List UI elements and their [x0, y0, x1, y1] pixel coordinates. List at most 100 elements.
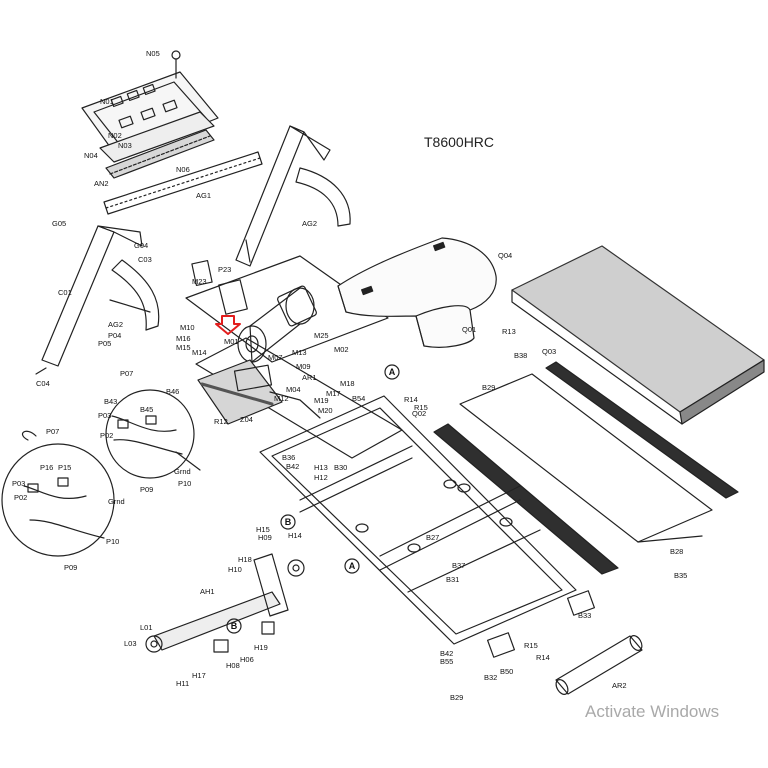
callout-ag1: AG1	[196, 191, 211, 200]
callout-m23: M23	[192, 277, 207, 286]
frame	[259, 395, 596, 658]
callout-m04: M04	[286, 385, 301, 394]
callout-h19: H19	[254, 643, 268, 652]
left-upright	[35, 225, 160, 375]
product-title: T8600HRC	[424, 134, 495, 150]
callout-m18: M18	[340, 379, 355, 388]
callout-b42: B42	[286, 462, 299, 471]
marker-a-1	[384, 364, 400, 380]
callout-p03: P03	[12, 479, 25, 488]
callout-b30: B30	[334, 463, 347, 472]
callout-q02: Q02	[412, 409, 426, 418]
callout-m16: M16	[176, 334, 191, 343]
wiring-detail-2	[1, 430, 115, 557]
callout-h17: H17	[192, 671, 206, 680]
callout-b31: B31	[446, 575, 459, 584]
callout-h11: H11	[176, 679, 189, 688]
running-deck	[511, 245, 765, 425]
marker-b-2	[226, 618, 242, 634]
callout-m20: M20	[318, 406, 333, 415]
right-upright	[235, 125, 351, 267]
marker-a-2	[344, 558, 360, 574]
callout-b29: B29	[482, 383, 495, 392]
callout-h15: H15	[256, 525, 270, 534]
callout-m15: M15	[176, 343, 191, 352]
callout-ag2: AG2	[302, 219, 317, 228]
callout-p15: P15	[58, 463, 71, 472]
callout-m01: M01	[224, 337, 239, 346]
callout-m02: M02	[334, 345, 349, 354]
callout-p03: P03	[98, 411, 111, 420]
side-rails	[433, 361, 739, 575]
callout-m12: M12	[274, 394, 289, 403]
callout-n03: N03	[118, 141, 132, 150]
callout-p07: P07	[46, 427, 59, 436]
callout-m17: M17	[326, 389, 341, 398]
callout-m07: M07	[268, 353, 283, 362]
callout-ah1: AH1	[200, 587, 215, 596]
callout-b55: B55	[440, 657, 453, 666]
callout-b50: B50	[500, 667, 513, 676]
marker-label-a: A	[349, 561, 356, 571]
callout-p10: P10	[106, 537, 119, 546]
callout-b37: B37	[452, 561, 465, 570]
callout-n05: N05	[146, 49, 160, 58]
callout-l01: L01	[140, 623, 153, 632]
callout-h06: H06	[240, 655, 254, 664]
callout-p23: P23	[218, 265, 231, 274]
callout-h13: H13	[314, 463, 328, 472]
marker-label-b: B	[285, 517, 292, 527]
callout-m14: M14	[192, 348, 207, 357]
callout-b54: B54	[352, 394, 365, 403]
callout-an2: AN2	[94, 179, 109, 188]
callout-b38: B38	[514, 351, 527, 360]
callout-p02: P02	[100, 431, 113, 440]
callout-h10: H10	[228, 565, 242, 574]
callout-z04: Z04	[240, 415, 253, 424]
callout-q01: Q01	[462, 325, 476, 334]
callout-r14: R14	[536, 653, 550, 662]
callout-n06: N06	[176, 165, 190, 174]
lift-assembly	[145, 553, 305, 653]
callout-p16: P16	[40, 463, 53, 472]
callout-r14: R14	[404, 395, 418, 404]
callout-p02: P02	[14, 493, 27, 502]
callout-ar1: AR1	[302, 373, 317, 382]
callout-b46: B46	[166, 387, 179, 396]
callout-l03: L03	[124, 639, 137, 648]
callout-p07: P07	[120, 369, 133, 378]
callout-h09: H09	[258, 533, 272, 542]
callout-h12: H12	[314, 473, 328, 482]
callout-q04: Q04	[498, 251, 512, 260]
callout-h14: H14	[288, 531, 302, 540]
callout-q03: Q03	[542, 347, 556, 356]
marker-b-1	[280, 514, 296, 530]
callout-b27: B27	[426, 533, 439, 542]
callout-m19: M19	[314, 396, 329, 405]
callout-c04: C04	[36, 379, 50, 388]
callout-r12: R12	[214, 417, 228, 426]
callout-r15: R15	[524, 641, 538, 650]
callout-b29: B29	[450, 693, 463, 702]
callout-n04: N04	[84, 151, 98, 160]
callout-p05: P05	[98, 339, 111, 348]
callout-grnd: Grnd	[108, 497, 125, 506]
callout-ar2: AR2	[612, 681, 627, 690]
callout-p04: P04	[108, 331, 121, 340]
callout-m09: M09	[296, 362, 311, 371]
callout-b43: B43	[104, 397, 117, 406]
console-assembly	[81, 50, 263, 215]
callout-m25: M25	[314, 331, 329, 340]
activate-windows-watermark: Activate Windows	[585, 702, 720, 721]
wiring-detail-1	[105, 389, 201, 479]
callout-h08: H08	[226, 661, 240, 670]
callout-ag2: AG2	[108, 320, 123, 329]
callout-b42: B42	[440, 649, 453, 658]
callout-p09: P09	[140, 485, 153, 494]
callout-g04: G04	[134, 241, 148, 250]
callout-b45: B45	[140, 405, 153, 414]
callout-m13: M13	[292, 348, 307, 357]
callout-grnd: Grnd	[174, 467, 191, 476]
marker-label-b: B	[231, 621, 238, 631]
